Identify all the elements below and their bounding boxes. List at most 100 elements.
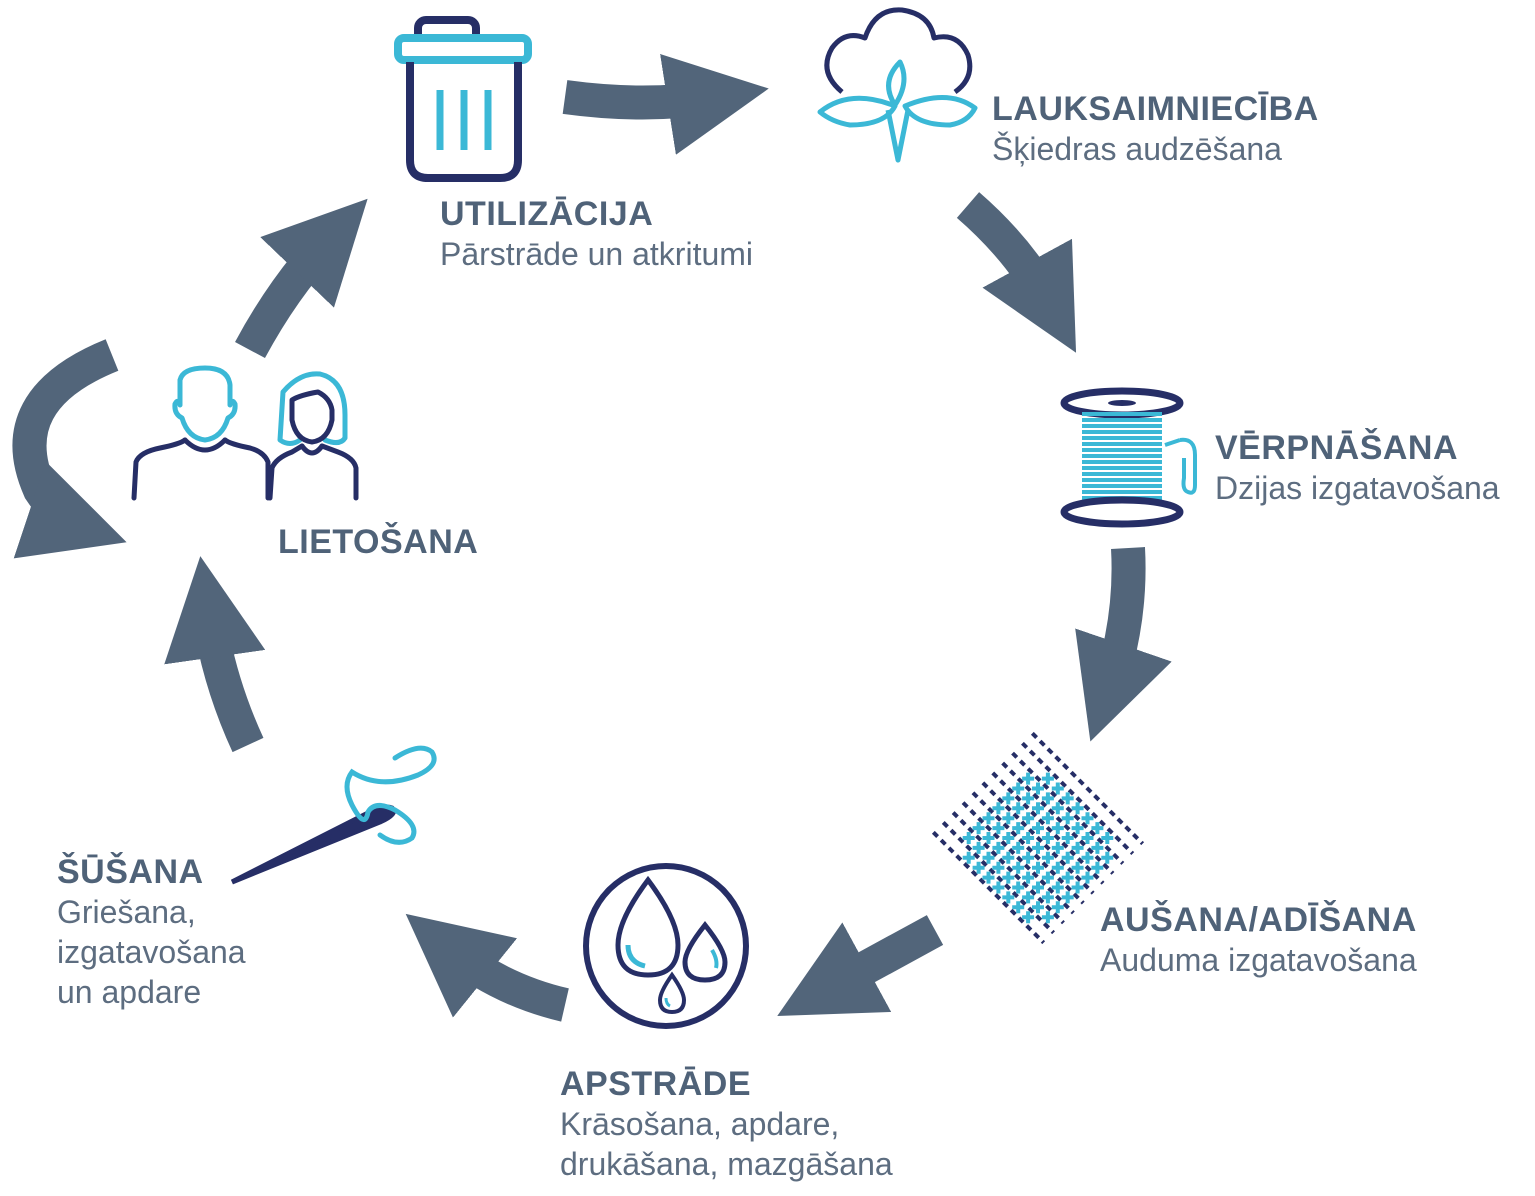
weave-stitch: [1002, 812, 1015, 825]
weave-stitch: [982, 851, 995, 864]
weave-stitch: [962, 851, 975, 864]
stage-weaving: AUŠANA/ADĪŠANA Auduma izgatavošana: [1100, 900, 1417, 980]
weave-thread: [1021, 741, 1135, 855]
weave-stitch: [1022, 871, 1035, 884]
stage-processing: APSTRĀDE Krāsošana, apdare, drukāšana, m…: [560, 1064, 893, 1184]
stage-desc: Šķiedras audzēšana: [992, 131, 1282, 167]
weave-stitch: [1032, 881, 1044, 894]
thread-spool-icon: [1060, 387, 1197, 528]
weave-stitch: [1022, 891, 1035, 904]
weave-stitch: [1051, 782, 1064, 795]
weave-stitch: [1051, 802, 1064, 815]
weave-stitch: [1012, 802, 1025, 815]
stage-usage: LIETOŠANA: [278, 522, 478, 562]
weave-stitch: [982, 871, 995, 884]
weave-stitch: [1032, 782, 1044, 795]
weave-stitch: [1041, 911, 1054, 924]
weave-stitch: [1061, 792, 1074, 805]
weave-stitch: [1071, 841, 1084, 854]
stage-title: UTILIZĀCIJA: [440, 195, 654, 233]
weave-stitch: [1022, 772, 1035, 785]
weave-thread: [961, 801, 1075, 915]
arrow-usage-to-utilization: [235, 198, 368, 359]
arrow-usage-self-loop: [12, 339, 127, 559]
weave-stitch: [1101, 832, 1114, 844]
stage-title: APSTRĀDE: [560, 1065, 752, 1103]
weave-stitch: [1091, 861, 1104, 874]
stage-utilization: UTILIZĀCIJA Pārstrāde un atkritumi: [440, 194, 753, 274]
weave-stitch: [1012, 822, 1025, 835]
weave-stitch: [1041, 871, 1054, 884]
weave-stitch: [1041, 812, 1054, 825]
weave-stitch: [1022, 911, 1035, 924]
arrow-processing-to-sewing: [405, 913, 569, 1022]
weave-stitch: [1012, 841, 1025, 854]
arrow-weaving-to-processing: [777, 915, 944, 1017]
weave-stitch: [1081, 851, 1094, 864]
water-drops-icon: [583, 863, 749, 1029]
stage-agriculture: LAUKSAIMNIECĪBA Šķiedras audzēšana: [992, 89, 1319, 169]
weave-stitch: [1002, 851, 1015, 864]
weave-thread: [981, 781, 1095, 895]
weave-stitch: [1032, 841, 1044, 854]
weave-stitch: [1061, 851, 1074, 864]
weave-stitch: [1012, 901, 1025, 914]
arrow-utilization-to-agriculture: [562, 53, 769, 155]
weave-stitch: [1022, 832, 1035, 844]
weave-thread: [1001, 761, 1115, 875]
weave-stitch: [1022, 812, 1035, 825]
weave-thread: [951, 811, 1065, 925]
weave-stitch: [1091, 841, 1104, 854]
stage-title: LAUKSAIMNIECĪBA: [992, 90, 1319, 128]
stage-desc: Krāsošana, apdare, drukāšana, mazgāšana: [560, 1106, 893, 1182]
weave-stitch: [1002, 891, 1015, 904]
stage-desc: Auduma izgatavošana: [1100, 942, 1417, 978]
weave-stitch: [1081, 871, 1094, 884]
arrow-agriculture-to-spinning: [956, 192, 1077, 353]
stage-sewing: ŠŪŠANA Griešana, izgatavošana un apdare: [57, 852, 246, 1012]
weave-stitch: [1061, 871, 1074, 884]
weave-stitch: [1061, 832, 1074, 844]
stage-title: AUŠANA/ADĪŠANA: [1100, 901, 1417, 939]
trash-bin-icon: [394, 16, 532, 182]
arrow-spinning-to-weaving: [1075, 547, 1172, 742]
weave-stitch: [1071, 802, 1084, 815]
weave-stitch: [1051, 881, 1064, 894]
stage-title: VĒRPNĀŠANA: [1215, 429, 1459, 467]
weave-stitch: [1051, 901, 1064, 914]
weave-stitch: [1041, 832, 1054, 844]
weave-stitch: [1032, 802, 1044, 815]
weave-stitch: [1012, 782, 1025, 795]
weave-stitch: [1022, 851, 1035, 864]
weave-stitch: [992, 802, 1005, 815]
weave-thread: [941, 821, 1055, 935]
weave-thread: [991, 771, 1105, 885]
weave-stitch: [1041, 891, 1054, 904]
weave-stitch: [1051, 841, 1064, 854]
weave-stitch: [1071, 861, 1084, 874]
weave-stitch: [1002, 871, 1015, 884]
weave-stitch: [992, 822, 1005, 835]
weave-stitch: [972, 841, 985, 854]
arrow-sewing-to-usage: [164, 556, 266, 753]
stage-title: LIETOŠANA: [278, 523, 479, 561]
people-icon: [131, 365, 359, 501]
weave-stitch: [1032, 822, 1044, 835]
weave-stitch: [1012, 881, 1025, 894]
weave-stitch: [972, 861, 985, 874]
weave-stitch: [992, 841, 1005, 854]
weave-stitch: [982, 832, 995, 844]
weave-thread: [1030, 731, 1145, 846]
stage-desc: Dzijas izgatavošana: [1215, 470, 1500, 506]
weave-stitch: [1061, 891, 1074, 904]
weave-stitch: [982, 812, 995, 825]
stage-desc: Pārstrāde un atkritumi: [440, 236, 754, 272]
weave-stitch: [992, 881, 1005, 894]
cotton-plant-icon: [817, 7, 978, 163]
weave-stitch: [1032, 861, 1044, 874]
weave-stitch: [1051, 822, 1064, 835]
weave-stitch: [1002, 832, 1015, 844]
stage-desc: Griešana, izgatavošana un apdare: [57, 894, 246, 1010]
weave-stitch: [1061, 812, 1074, 825]
